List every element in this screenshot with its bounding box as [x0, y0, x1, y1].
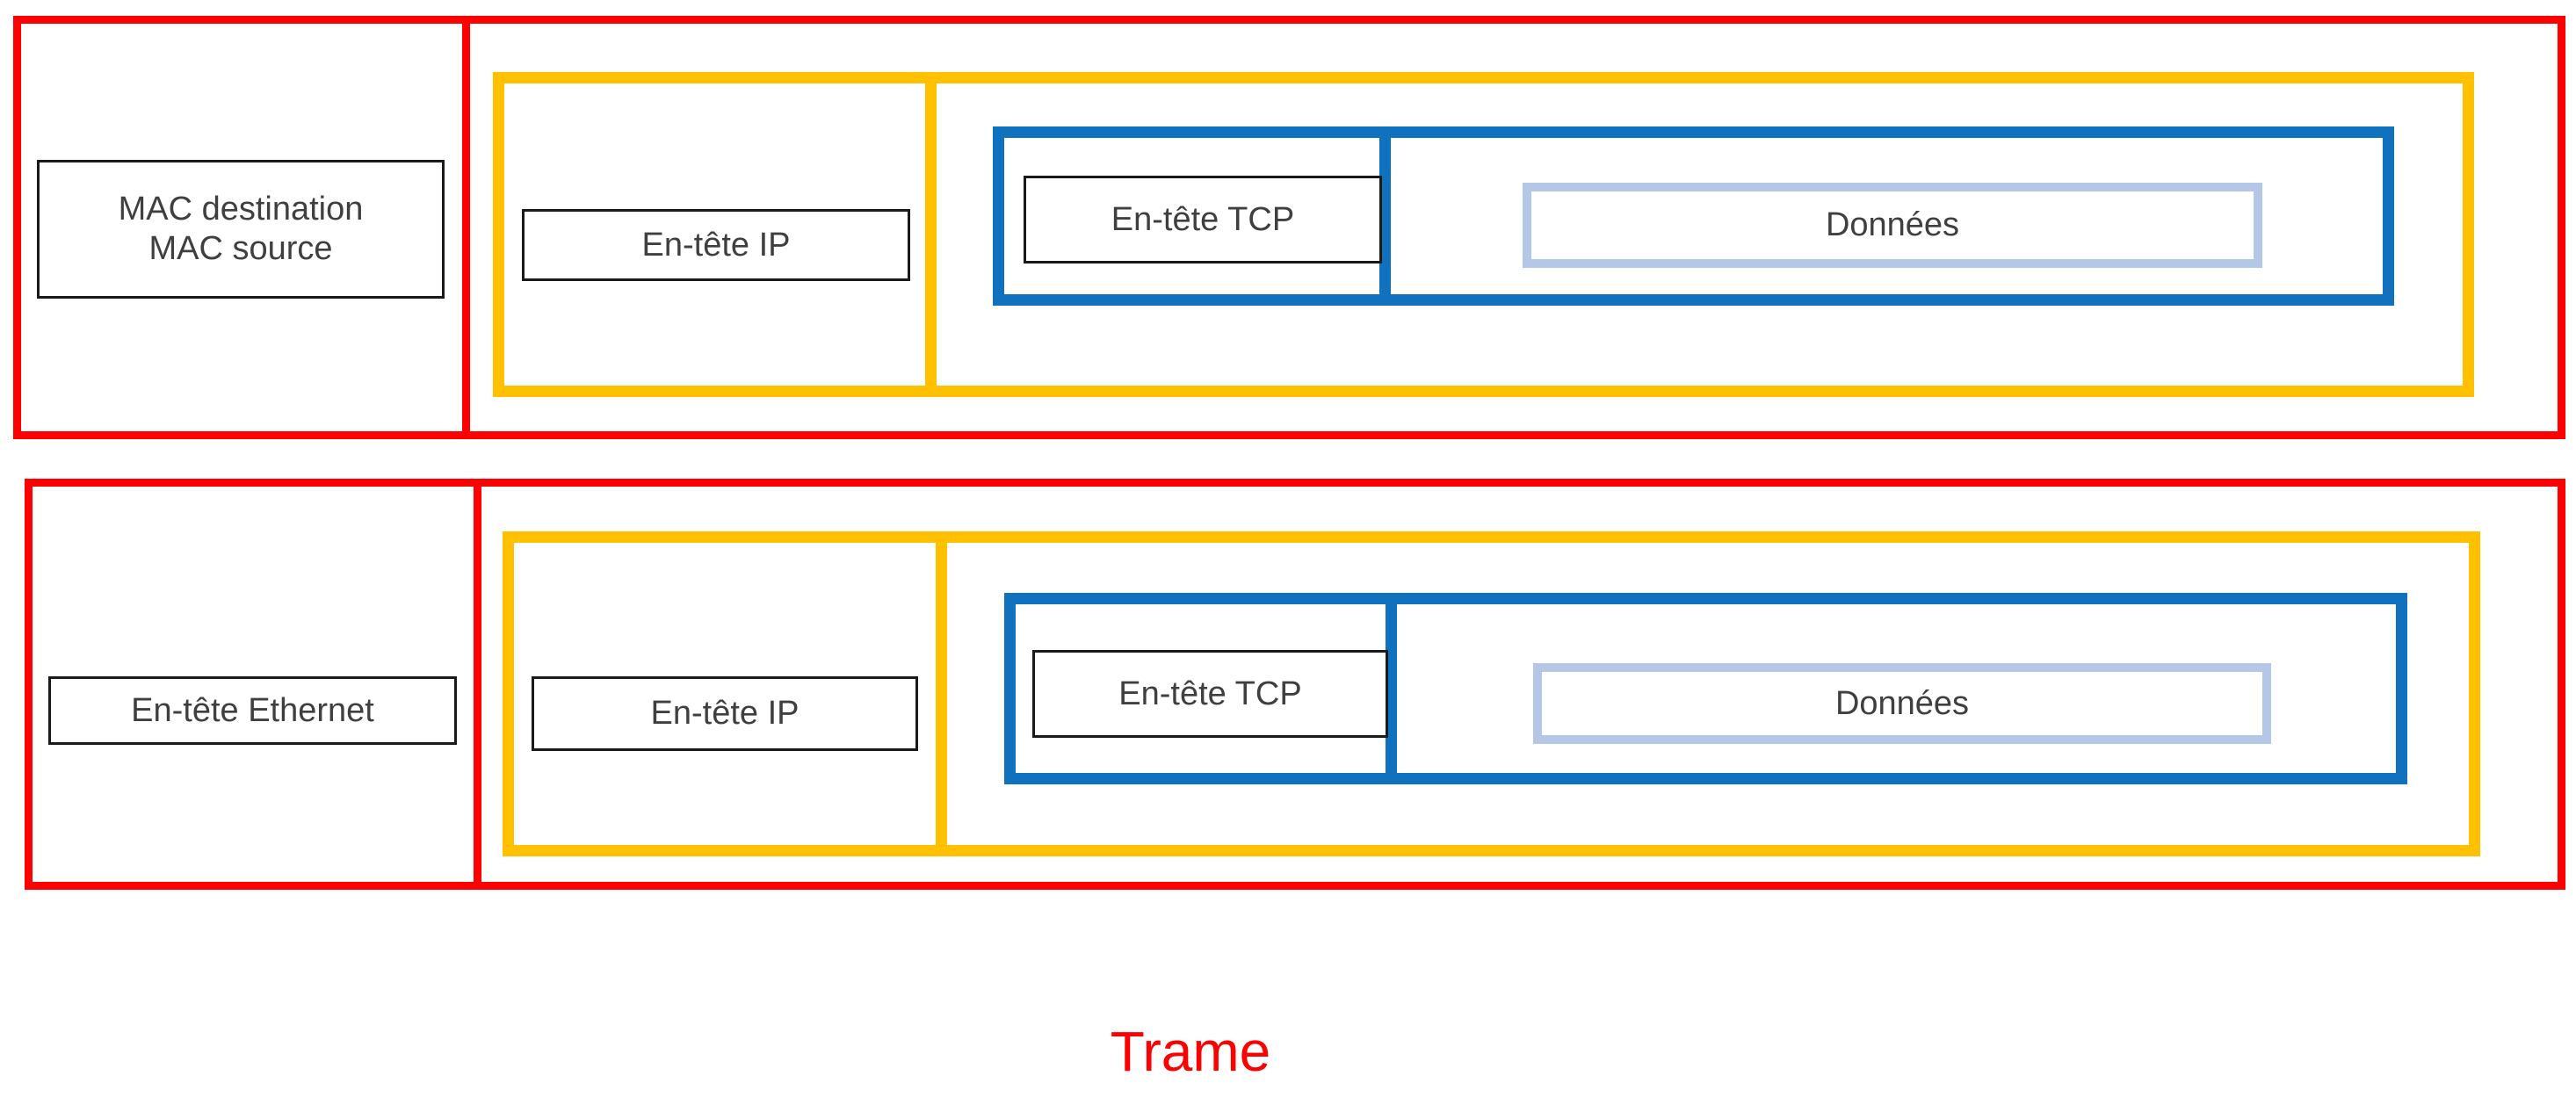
tcp-header-divider-row2: [1386, 593, 1397, 784]
ip-header-divider-row2: [936, 531, 947, 856]
ip-packet-row1: [493, 72, 2474, 397]
ethernet-header-label-row1: MAC destination MAC source: [37, 160, 445, 299]
ip-packet-row2: [503, 531, 2480, 856]
tcp-header-divider-row1: [1379, 126, 1391, 306]
frame-caption: Trame: [1110, 1020, 1271, 1083]
tcp-segment-row2: [1004, 593, 2407, 784]
ip-header-divider-row1: [925, 72, 937, 397]
ethernet-header-divider-row2: [474, 479, 481, 890]
data-payload-row1: Données: [1523, 183, 2262, 268]
ethernet-header-label-row2: En-tête Ethernet: [48, 676, 457, 745]
tcp-segment-row1: [993, 126, 2394, 306]
ip-header-label-row2: En-tête IP: [532, 676, 918, 751]
tcp-header-label-row2: En-tête TCP: [1032, 650, 1388, 738]
ip-header-label-row1: En-tête IP: [522, 209, 910, 281]
ethernet-frame-row1: [13, 16, 2565, 439]
ethernet-header-divider-row1: [462, 16, 470, 439]
tcp-header-label-row1: En-tête TCP: [1024, 176, 1382, 264]
ethernet-frame-row2: [25, 479, 2565, 890]
data-payload-row2: Données: [1533, 663, 2271, 744]
